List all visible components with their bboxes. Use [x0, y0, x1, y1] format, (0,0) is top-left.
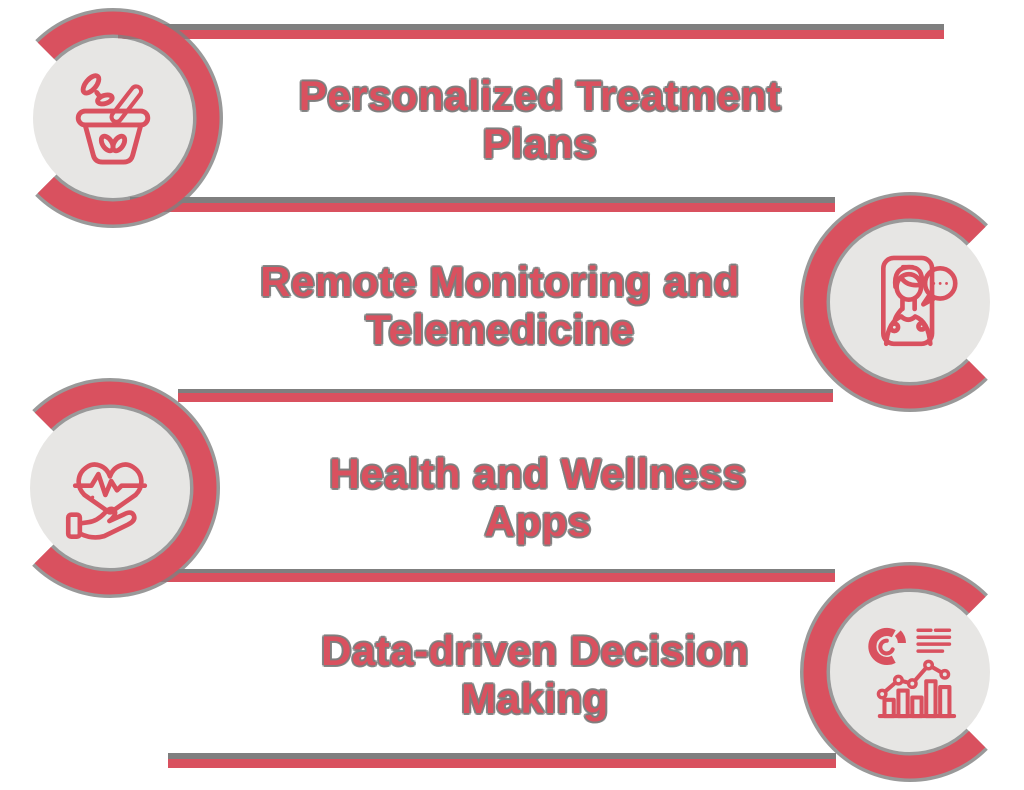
heart-in-hand-icon: [65, 462, 148, 540]
connector-line-top: [118, 24, 944, 39]
title-line: Making: [461, 675, 609, 722]
title-remote-monitoring: Remote Monitoring and Telemedicine: [200, 258, 800, 354]
connector-line-bottom: [168, 753, 836, 768]
connector-line-1-2: [130, 197, 835, 212]
connector-line-2-3: [178, 389, 833, 402]
mortar-pestle-icon: [75, 73, 151, 165]
title-line: Remote Monitoring and: [260, 258, 740, 305]
title-line: Health and Wellness: [329, 450, 747, 497]
badge-remote-monitoring: [790, 182, 1024, 422]
telemedicine-phone-icon: [880, 255, 958, 347]
connector-line-3-4: [135, 569, 835, 582]
badge-data-driven: [790, 552, 1024, 790]
title-line: Telemedicine: [365, 306, 635, 353]
badge-health-wellness: [0, 368, 230, 608]
analytics-chart-icon: [868, 627, 957, 719]
badge-personalized-treatment: [0, 0, 233, 238]
title-health-wellness: Health and Wellness Apps: [238, 450, 838, 546]
title-line: Plans: [482, 120, 598, 167]
title-line: Personalized Treatment: [298, 72, 782, 119]
title-personalized-treatment: Personalized Treatment Plans: [240, 72, 840, 168]
title-line: Data-driven Decision: [321, 627, 749, 674]
title-line: Apps: [484, 498, 592, 545]
title-data-driven: Data-driven Decision Making: [235, 627, 835, 723]
